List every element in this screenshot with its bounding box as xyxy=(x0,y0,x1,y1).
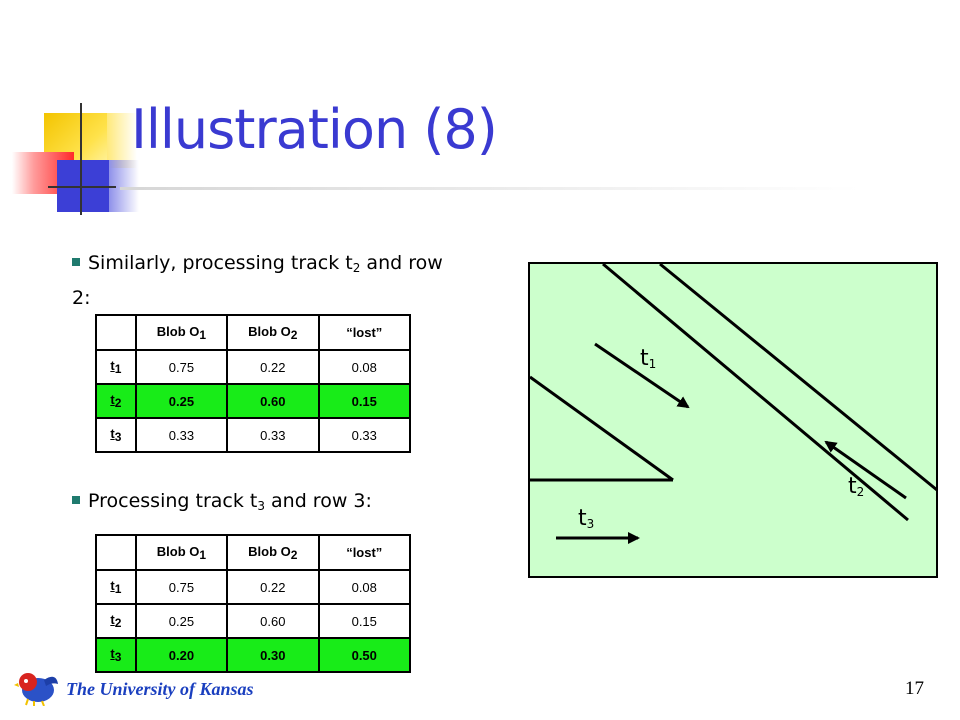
header-blob-o1: Blob O1 xyxy=(134,314,229,351)
header-blob-o2: Blob O2 xyxy=(226,314,320,351)
table-cell: 0.15 xyxy=(317,383,412,419)
row-label: t2 xyxy=(95,383,137,419)
bullet-square-icon xyxy=(72,496,80,504)
table-header-row: Blob O1 Blob O2 “lost” xyxy=(95,534,412,571)
probability-table-1: Blob O1 Blob O2 “lost” t1 0.75 0.22 0.08… xyxy=(95,314,412,453)
table-cell: 0.20 xyxy=(134,637,229,673)
track-t2-arrow xyxy=(824,440,907,500)
wedge-diagonal xyxy=(529,375,674,482)
table-cell: 0.60 xyxy=(226,603,320,639)
label-t3: t3 xyxy=(578,506,595,531)
table-row: t2 0.25 0.60 0.15 xyxy=(95,383,412,419)
row-label: t1 xyxy=(95,349,137,385)
logo-horizontal-line xyxy=(48,186,116,188)
table-cell: 0.33 xyxy=(226,417,320,453)
row-label: t2 xyxy=(95,603,137,639)
header-blob-o2: Blob O2 xyxy=(226,534,320,571)
bullet-1: Similarly, processing track t2 and row 2… xyxy=(72,248,452,313)
table-cell: 0.50 xyxy=(317,637,412,673)
table-cell: 0.08 xyxy=(317,349,412,385)
row-label: t3 xyxy=(95,637,137,673)
boundary-line-upper xyxy=(659,262,938,492)
bullet-2-tail: and row 3: xyxy=(264,490,372,512)
label-t1: t1 xyxy=(640,346,657,371)
bullet-2-text: Processing track t xyxy=(88,490,258,512)
table-row: t3 0.33 0.33 0.33 xyxy=(95,417,412,453)
header-lost: “lost” xyxy=(317,314,412,351)
table-cell: 0.75 xyxy=(134,569,229,605)
diagram-frame xyxy=(528,262,938,578)
bullet-2: Processing track t3 and row 3: xyxy=(72,486,452,521)
table-header-row: Blob O1 Blob O2 “lost” xyxy=(95,314,412,351)
jayhawk-logo-icon xyxy=(14,673,58,706)
bullet-2-sub: 3 xyxy=(257,499,265,513)
table-cell: 0.33 xyxy=(317,417,412,453)
track-t1-arrow xyxy=(594,342,690,409)
tracking-diagram: t1 t2 t3 xyxy=(528,262,938,578)
table-cell: 0.33 xyxy=(134,417,229,453)
table-cell: 0.30 xyxy=(226,637,320,673)
table-cell: 0.25 xyxy=(134,383,229,419)
bullet-1-text: Similarly, processing track t xyxy=(88,252,353,274)
table-row: t3 0.20 0.30 0.50 xyxy=(95,637,412,673)
logo-yellow-fade xyxy=(107,113,137,168)
table-row: t1 0.75 0.22 0.08 xyxy=(95,569,412,605)
table-cell: 0.22 xyxy=(226,349,320,385)
table-row: t2 0.25 0.60 0.15 xyxy=(95,603,412,639)
row-label: t3 xyxy=(95,417,137,453)
header-blob-o1: Blob O1 xyxy=(134,534,229,571)
table-cell: 0.60 xyxy=(226,383,320,419)
boundary-line-middle xyxy=(602,262,909,522)
table-cell: 0.08 xyxy=(317,569,412,605)
table-cell: 0.15 xyxy=(317,603,412,639)
page-number: 17 xyxy=(905,678,924,699)
corner-cell xyxy=(95,534,137,571)
label-t2: t2 xyxy=(848,474,865,499)
table-row: t1 0.75 0.22 0.08 xyxy=(95,349,412,385)
bullet-square-icon xyxy=(72,258,80,266)
header-lost: “lost” xyxy=(317,534,412,571)
diagram-canvas xyxy=(528,262,938,578)
corner-cell xyxy=(95,314,137,351)
bullet-1-sub: 2 xyxy=(352,261,361,275)
title-underline xyxy=(120,187,860,190)
table-cell: 0.25 xyxy=(134,603,229,639)
logo-vertical-line xyxy=(80,103,82,215)
table-cell: 0.75 xyxy=(134,349,229,385)
row-label: t1 xyxy=(95,569,137,605)
slide-title: Illustration (8) xyxy=(131,98,498,161)
bullet-1-tail: and row 2: xyxy=(72,252,443,309)
table-cell: 0.22 xyxy=(226,569,320,605)
probability-table-2: Blob O1 Blob O2 “lost” t1 0.75 0.22 0.08… xyxy=(95,534,412,673)
footer-university: The University of Kansas xyxy=(66,679,254,699)
